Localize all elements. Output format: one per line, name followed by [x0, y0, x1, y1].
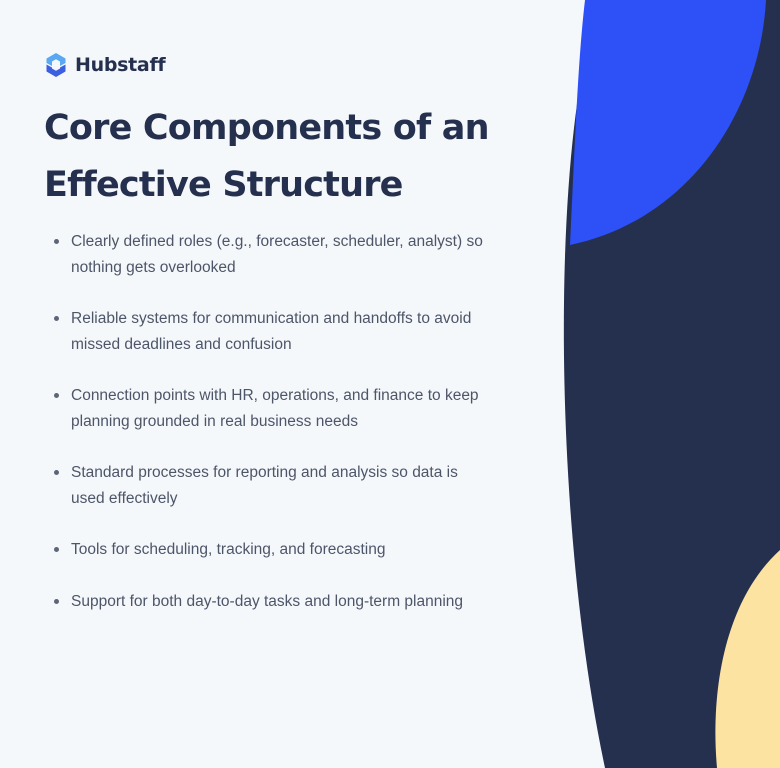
bullet-icon: [54, 470, 59, 475]
list-item: Connection points with HR, operations, a…: [54, 383, 494, 434]
page-title-line-2: Effective Structure: [44, 165, 403, 205]
page-title: Core Components of an Effective Structur…: [44, 100, 564, 214]
bullet-icon: [54, 316, 59, 321]
list-item-text: Reliable systems for communication and h…: [71, 310, 472, 353]
bullet-icon: [54, 393, 59, 398]
bullet-icon: [54, 547, 59, 552]
page-title-line-1: Core Components of an: [44, 108, 490, 148]
list-item-text: Connection points with HR, operations, a…: [71, 387, 479, 430]
brand-logo[interactable]: Hubstaff: [44, 52, 166, 78]
list-item-text: Standard processes for reporting and ana…: [71, 464, 458, 507]
list-item: Standard processes for reporting and ana…: [54, 460, 494, 511]
blue-circle-shape: [570, 0, 766, 245]
list-item: Support for both day-to-day tasks and lo…: [54, 589, 494, 615]
list-item: Reliable systems for communication and h…: [54, 306, 494, 357]
list-item: Clearly defined roles (e.g., forecaster,…: [54, 229, 494, 280]
yellow-circle-shape: [715, 550, 780, 768]
bullet-icon: [54, 239, 59, 244]
list-item-text: Clearly defined roles (e.g., forecaster,…: [71, 233, 483, 276]
list-item: Tools for scheduling, tracking, and fore…: [54, 537, 494, 563]
hubstaff-logo-icon: [46, 53, 66, 77]
brand-name: Hubstaff: [75, 54, 166, 76]
bullet-list: Clearly defined roles (e.g., forecaster,…: [54, 229, 494, 640]
list-item-text: Tools for scheduling, tracking, and fore…: [71, 541, 386, 558]
list-item-text: Support for both day-to-day tasks and lo…: [71, 592, 464, 610]
bullet-icon: [54, 598, 59, 604]
